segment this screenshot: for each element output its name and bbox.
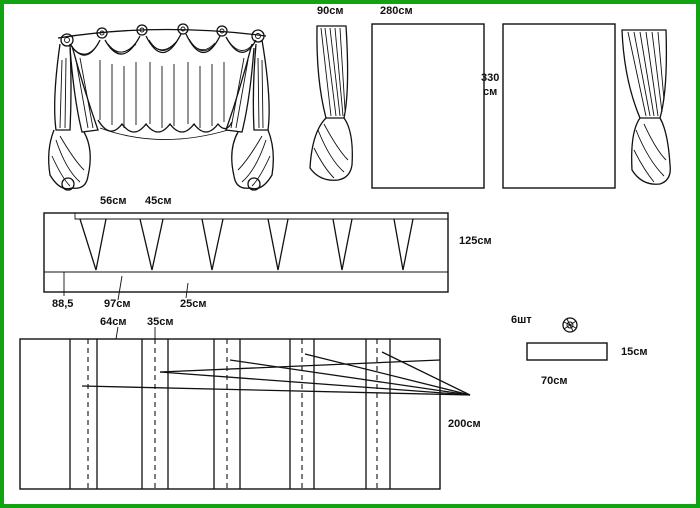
side-curtain-right bbox=[621, 29, 671, 185]
swag-top-b-label: 45см bbox=[145, 195, 172, 207]
blind-pattern bbox=[19, 326, 471, 490]
side-curtain-left bbox=[309, 25, 353, 181]
center-width-label: 280см bbox=[380, 5, 413, 17]
strip-height-label: 125см bbox=[459, 235, 492, 247]
side-width-label: 90см bbox=[317, 5, 344, 17]
rosette-count-label: 6шт bbox=[511, 314, 532, 326]
swag-top-a-label: 56см bbox=[100, 195, 127, 207]
strip-bottom-c-label: 25см bbox=[180, 298, 207, 310]
strip-bottom-b-label: 97см bbox=[104, 298, 131, 310]
tie-height-label: 15см bbox=[621, 346, 648, 358]
center-panel-left bbox=[371, 23, 485, 189]
tie-width-label: 70см bbox=[541, 375, 568, 387]
center-panel-right bbox=[502, 23, 616, 189]
curtain-sketch bbox=[48, 23, 274, 191]
strip-bottom-a-label: 88,5 bbox=[52, 298, 74, 310]
rod-rosettes bbox=[60, 23, 265, 47]
rosette-icon bbox=[562, 317, 578, 333]
panel-height-unit: см bbox=[483, 86, 498, 98]
blind-height-label: 200см bbox=[448, 418, 481, 430]
swag-strip-pattern bbox=[43, 212, 449, 301]
tie-band bbox=[526, 342, 608, 361]
blind-gap-label: 35см bbox=[147, 316, 174, 328]
panel-height-label: 330 bbox=[481, 72, 500, 84]
blind-section-label: 64см bbox=[100, 316, 127, 328]
